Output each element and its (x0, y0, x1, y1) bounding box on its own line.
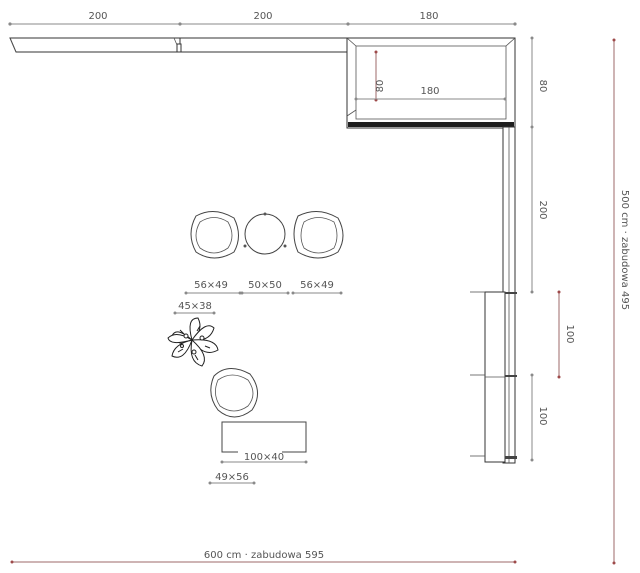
dim-chair-left: 56×49 (194, 280, 228, 291)
top-dimension: 200 200 180 (8, 9, 517, 26)
chair-left (190, 211, 239, 259)
cabinet-bottom-edge (348, 122, 514, 127)
furniture-dims-row: 56×49 50×50 56×49 (184, 280, 343, 295)
dim-inner-right: 100 (564, 324, 575, 343)
shelf-2 (179, 37, 349, 53)
bench: 100×40 (220, 421, 308, 464)
dim-plant: 45×38 (178, 301, 212, 312)
upper-cabinet (346, 37, 516, 129)
dim-top-3: 180 (419, 11, 438, 22)
dim-bench: 100×40 (244, 452, 284, 463)
dim-cabinet-width: 180 (420, 86, 439, 97)
right-wall (470, 126, 517, 464)
dim-right-lower: 100 (537, 406, 548, 425)
bottom-dimension: 600 cm · zabudowa 595 (10, 547, 517, 564)
dim-chair-right: 56×49 (300, 280, 334, 291)
plant: 45×38 (167, 301, 219, 367)
stool (243, 212, 287, 255)
top-wall-shelves (9, 37, 349, 53)
dim-total-width: 600 cm · zabudowa 595 (204, 550, 324, 561)
dim-cabinet-depth: 80 (375, 80, 386, 93)
right-dimensions: 80 200 100 100 500 cm · zabudowa 495 (530, 36, 631, 565)
armchair-dim: 49×56 (208, 472, 256, 485)
dim-total-height: 500 cm · zabudowa 495 (619, 190, 630, 310)
dim-right-upper: 80 (537, 80, 548, 93)
armchair (210, 368, 258, 418)
dim-right-middle: 200 (537, 200, 548, 219)
dim-stool: 50×50 (248, 280, 282, 291)
dim-top-2: 200 (253, 11, 272, 22)
dim-top-1: 200 (88, 11, 107, 22)
corner-unit: 80 180 (346, 37, 516, 129)
dim-armchair: 49×56 (215, 472, 249, 483)
chair-right (293, 211, 344, 259)
shelf-1 (9, 37, 181, 53)
plant-icon (167, 317, 219, 367)
